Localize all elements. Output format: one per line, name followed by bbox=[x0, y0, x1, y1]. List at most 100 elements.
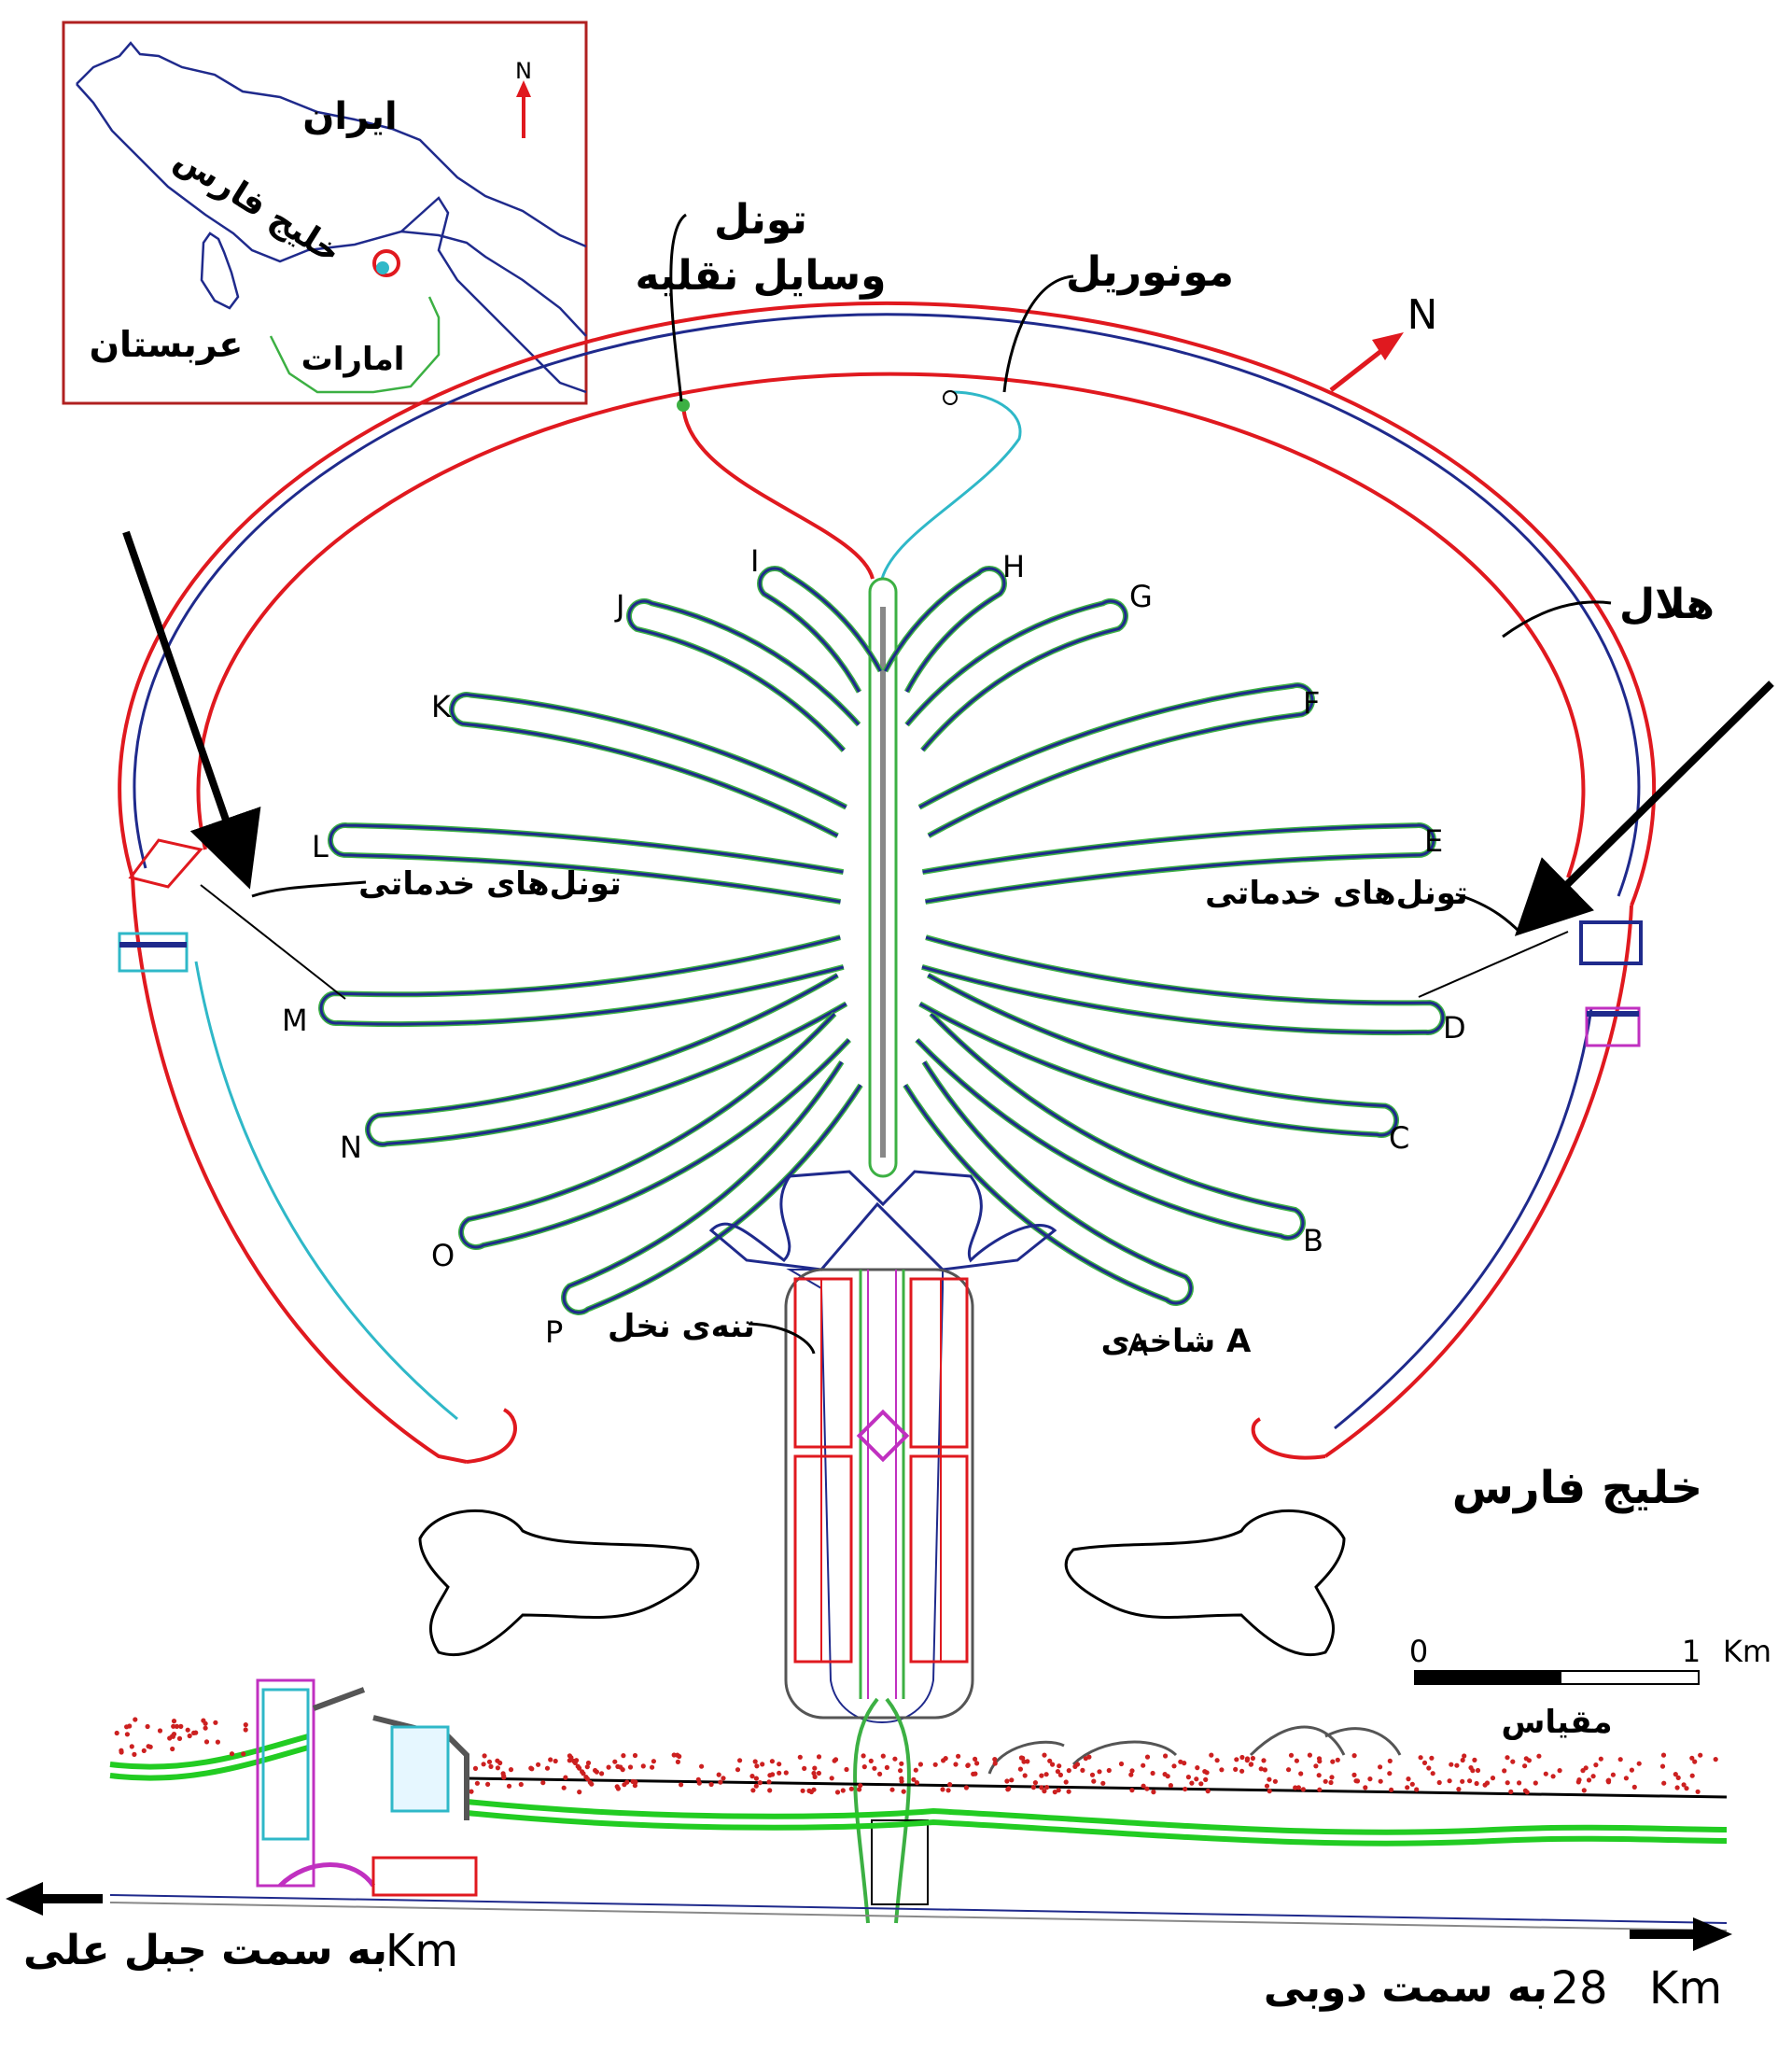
shore-dot bbox=[1405, 1785, 1410, 1790]
shore-dot bbox=[1080, 1767, 1085, 1773]
shore-dot bbox=[241, 1751, 246, 1757]
shore-dot bbox=[750, 1788, 756, 1793]
shore-dot bbox=[170, 1746, 175, 1752]
shore-dot bbox=[1307, 1752, 1312, 1758]
shore-dot bbox=[1239, 1754, 1245, 1761]
shore-dot bbox=[185, 1727, 190, 1733]
shore-dot bbox=[243, 1727, 248, 1733]
frond-letter-c: C bbox=[1389, 1120, 1409, 1156]
shore-dot bbox=[708, 1781, 714, 1788]
crescent bbox=[118, 301, 1657, 1464]
shore-dot bbox=[1267, 1789, 1272, 1794]
shore-dot bbox=[1335, 1757, 1340, 1762]
shore-dot bbox=[777, 1770, 782, 1776]
shore-dot bbox=[485, 1781, 491, 1787]
shore-dot bbox=[1209, 1752, 1214, 1758]
shore-dot bbox=[561, 1785, 567, 1790]
shore-dot bbox=[1502, 1768, 1507, 1774]
shore-dot bbox=[880, 1753, 886, 1759]
shore-dot bbox=[1490, 1776, 1496, 1781]
shore-dot bbox=[899, 1761, 904, 1766]
shore-dot bbox=[612, 1759, 618, 1764]
shore-dot bbox=[1557, 1768, 1562, 1774]
shore-dot bbox=[1610, 1772, 1616, 1777]
shore-dot bbox=[1022, 1773, 1028, 1778]
shore-dot bbox=[585, 1760, 592, 1766]
shore-dot bbox=[1050, 1762, 1056, 1767]
shore-dot bbox=[1536, 1753, 1542, 1759]
shore-dot bbox=[1674, 1785, 1680, 1790]
frond-letter-b: B bbox=[1303, 1223, 1323, 1258]
shore-dot bbox=[481, 1762, 486, 1767]
frond-c bbox=[918, 974, 1398, 1137]
shore-dot bbox=[1474, 1780, 1479, 1787]
frond-b-outline bbox=[915, 1011, 1306, 1241]
shore-dot bbox=[1042, 1789, 1047, 1794]
shore-dot bbox=[174, 1723, 180, 1729]
shore-dot bbox=[1150, 1770, 1155, 1776]
shore-dot bbox=[696, 1780, 702, 1786]
shore-dot bbox=[1100, 1780, 1106, 1786]
shore-dot bbox=[832, 1758, 837, 1763]
shore-dot bbox=[1144, 1754, 1151, 1760]
shore-dot bbox=[133, 1717, 138, 1722]
service-tunnels-left-label: تونل‌های خدماتی bbox=[358, 865, 622, 903]
shore-dot bbox=[1689, 1773, 1695, 1778]
shore-dot bbox=[812, 1774, 818, 1779]
inset-iran-label: ایران bbox=[302, 95, 397, 138]
shore-dot bbox=[1195, 1765, 1200, 1771]
frond-p bbox=[562, 1060, 862, 1314]
dubai-unit: Km bbox=[1649, 1962, 1722, 2015]
shore-dot bbox=[630, 1778, 636, 1784]
shore-dot bbox=[624, 1779, 630, 1785]
shore-dot bbox=[614, 1784, 620, 1790]
shore-dot bbox=[1695, 1789, 1701, 1794]
shore-dot bbox=[544, 1765, 551, 1771]
jebel-ali-label: به سمت جبل علی bbox=[23, 1927, 387, 1974]
shore-dot bbox=[1052, 1790, 1057, 1795]
shore-dot bbox=[1505, 1780, 1510, 1786]
shore-dot bbox=[203, 1720, 208, 1726]
shore-dot bbox=[840, 1788, 846, 1793]
shore-dot bbox=[1288, 1752, 1295, 1758]
shore-dot bbox=[769, 1759, 776, 1764]
shore-dot bbox=[753, 1783, 759, 1789]
shore-dot bbox=[1389, 1787, 1394, 1792]
shore-dot bbox=[651, 1759, 657, 1764]
shore-dot bbox=[1623, 1776, 1629, 1781]
shore-dot bbox=[1141, 1783, 1146, 1789]
shore-dot bbox=[861, 1753, 866, 1759]
shore-dot bbox=[1414, 1787, 1420, 1792]
frond-m bbox=[319, 935, 845, 1026]
shore-dot bbox=[1482, 1782, 1488, 1788]
shore-dot bbox=[1581, 1788, 1587, 1793]
frond-letter-n: N bbox=[340, 1130, 362, 1165]
frond-letter-m: M bbox=[282, 1003, 308, 1038]
shore-dot bbox=[1151, 1790, 1156, 1795]
shore-dot bbox=[178, 1723, 184, 1729]
frond-a-label: شاخه‌ی A bbox=[1101, 1323, 1252, 1360]
shore-dot bbox=[1313, 1763, 1319, 1769]
shore-dot bbox=[752, 1759, 758, 1764]
shore-dot bbox=[574, 1758, 580, 1763]
shore-dot bbox=[1189, 1780, 1195, 1786]
shore-dot bbox=[528, 1765, 534, 1771]
shore-dot bbox=[1522, 1788, 1528, 1793]
shore-dot bbox=[1043, 1772, 1049, 1777]
fronds bbox=[318, 566, 1446, 1315]
shore-dot bbox=[1055, 1769, 1060, 1775]
shore-dot bbox=[992, 1757, 998, 1762]
shore-dot bbox=[495, 1765, 501, 1771]
shore-dot bbox=[1204, 1770, 1210, 1776]
frond-o bbox=[459, 1013, 850, 1249]
shore-dot bbox=[1262, 1767, 1267, 1773]
frond-letter-l: L bbox=[312, 829, 329, 864]
shore-dot bbox=[1106, 1767, 1112, 1774]
shore-dot bbox=[917, 1762, 924, 1767]
shore-dot bbox=[1030, 1785, 1036, 1790]
shore-dot bbox=[1593, 1762, 1599, 1768]
shore-dot bbox=[1047, 1758, 1053, 1763]
shore-dot bbox=[1454, 1762, 1460, 1768]
shore-dot bbox=[536, 1762, 541, 1767]
shore-dot bbox=[640, 1763, 646, 1769]
